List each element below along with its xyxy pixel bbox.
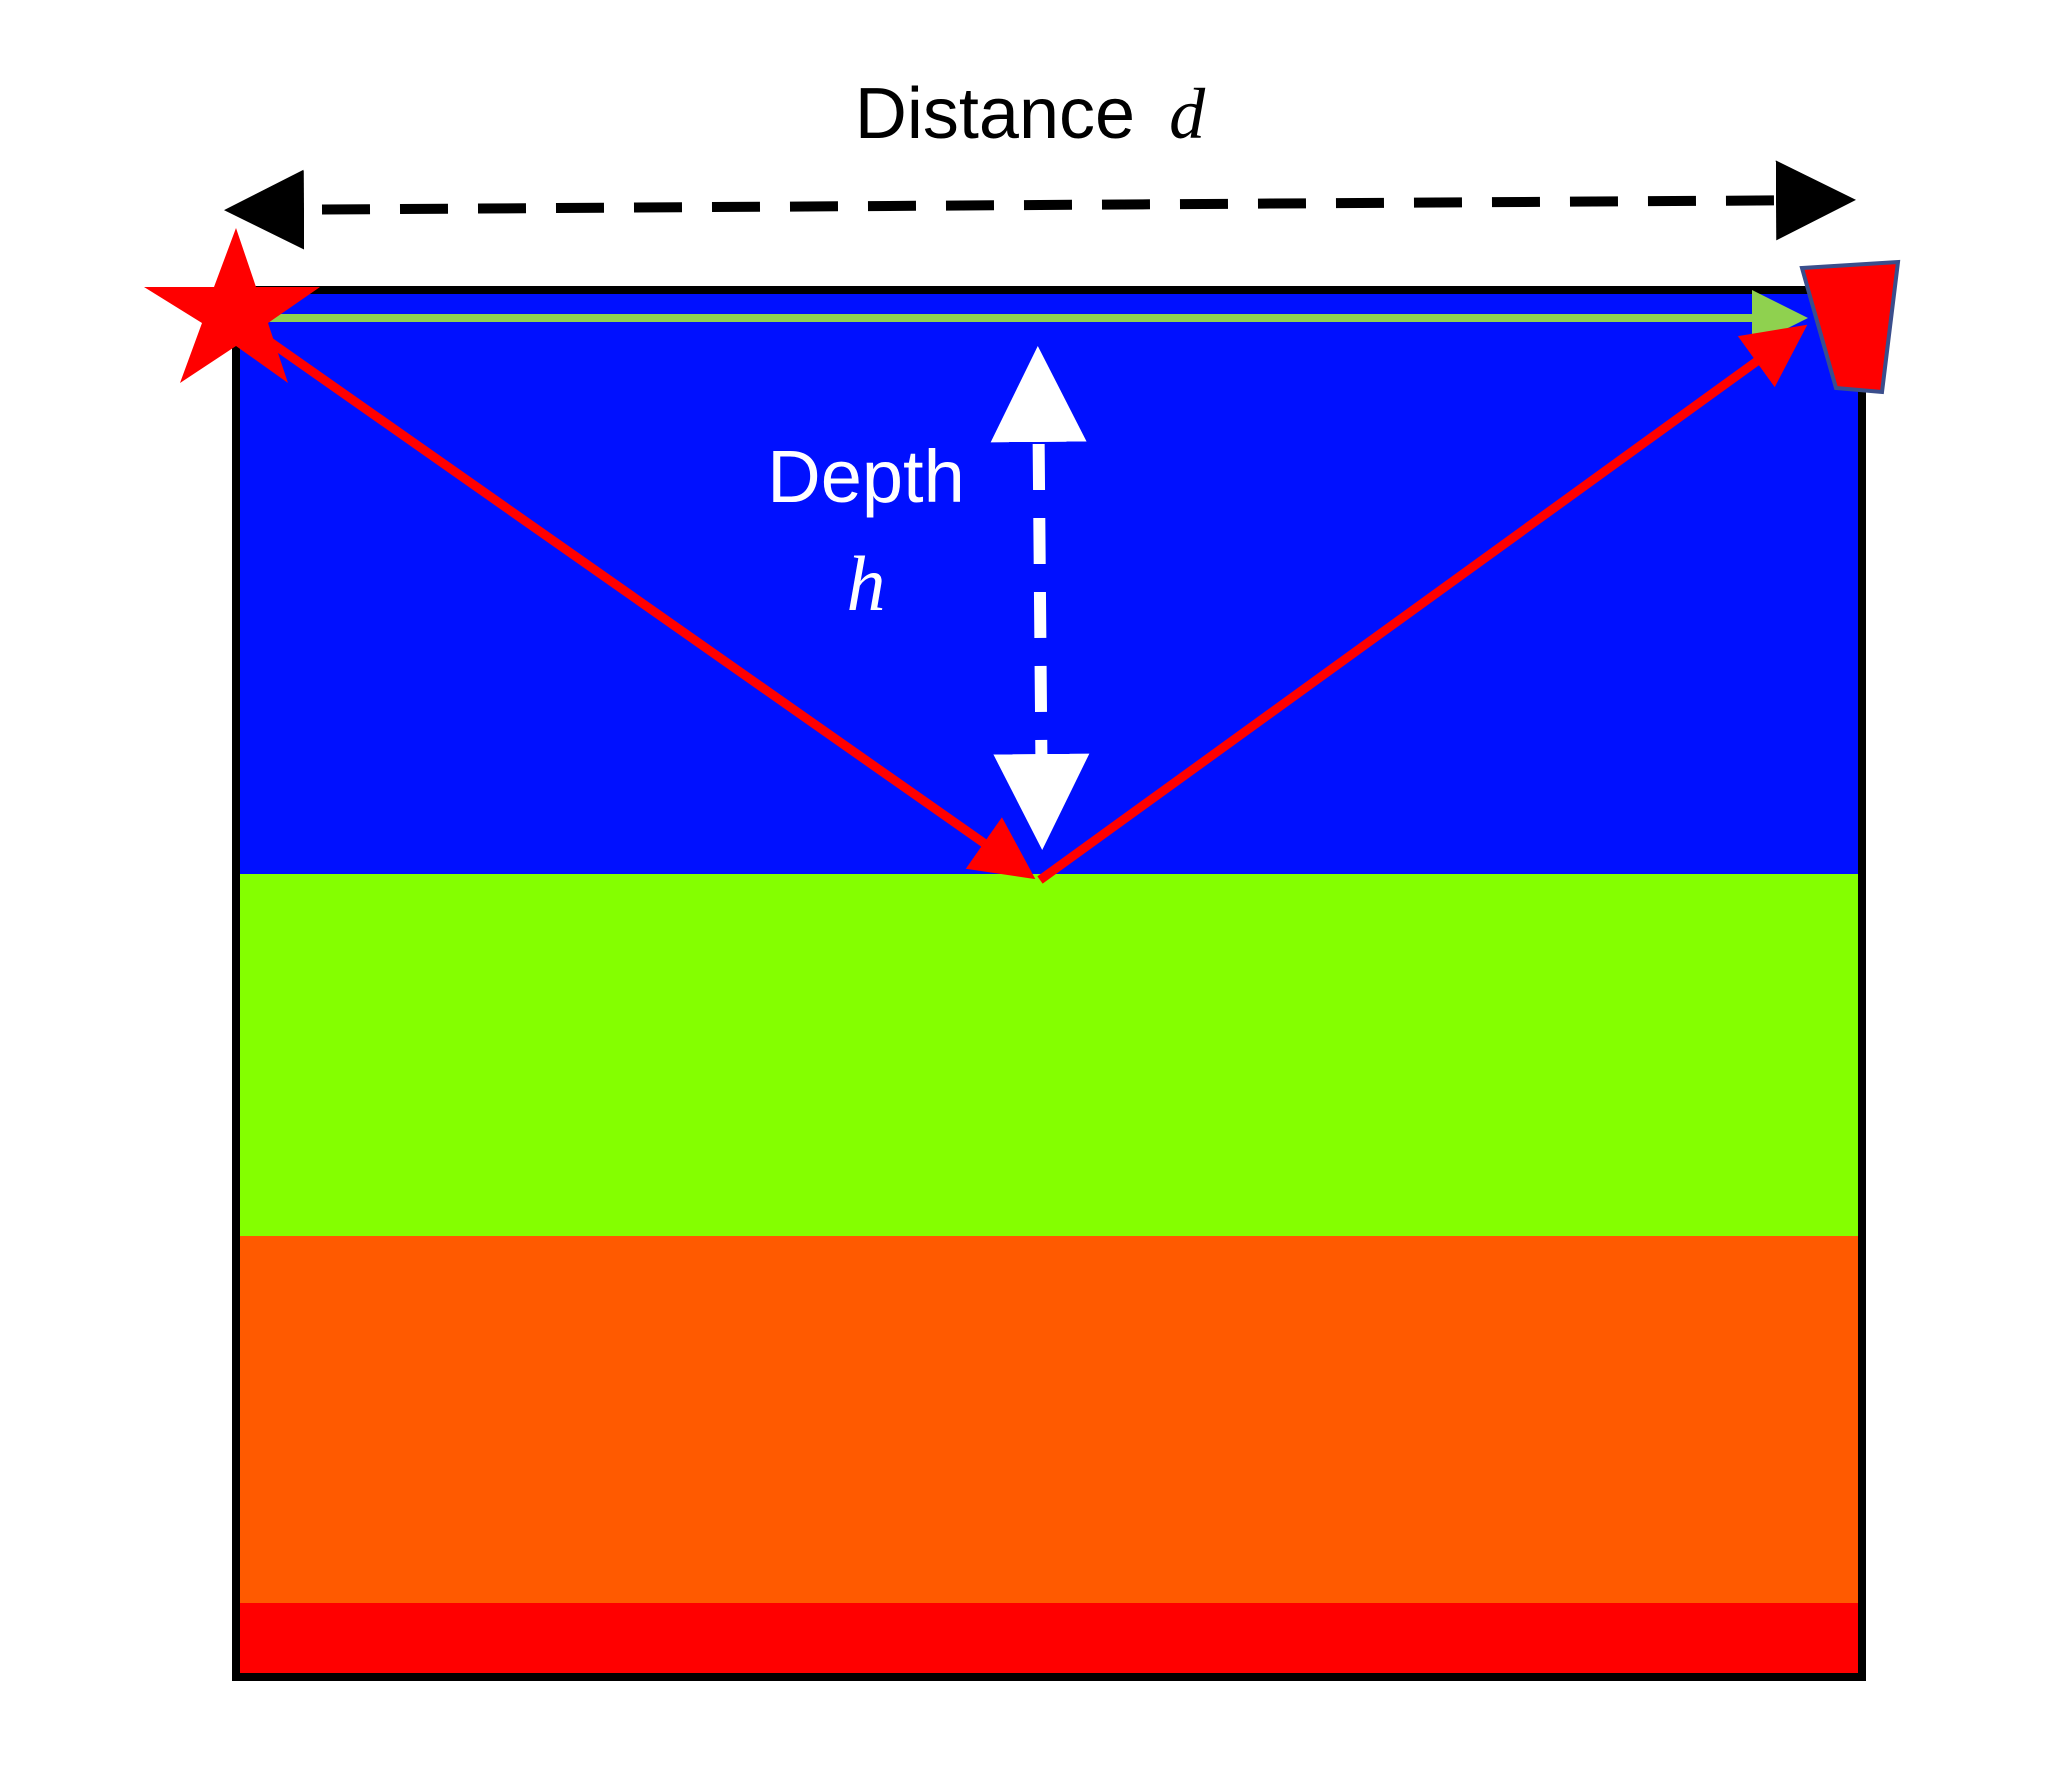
star-icon [144, 228, 320, 383]
layer-4 [236, 1603, 1862, 1677]
layer-1 [236, 290, 1862, 874]
distance-label: Distance d [855, 74, 1206, 154]
layer-2 [236, 874, 1862, 1236]
layer-3 [236, 1236, 1862, 1603]
receiver-icon [1799, 259, 1901, 395]
depth-arrow [990, 346, 1090, 850]
depth-label-text: Depth [767, 435, 964, 518]
depth-label-variable: h [847, 540, 886, 627]
reflected-ray-up [1037, 324, 1808, 884]
distance-arrow [224, 160, 1856, 250]
reflected-ray-down [233, 314, 1036, 880]
model-frame [232, 286, 1866, 1681]
